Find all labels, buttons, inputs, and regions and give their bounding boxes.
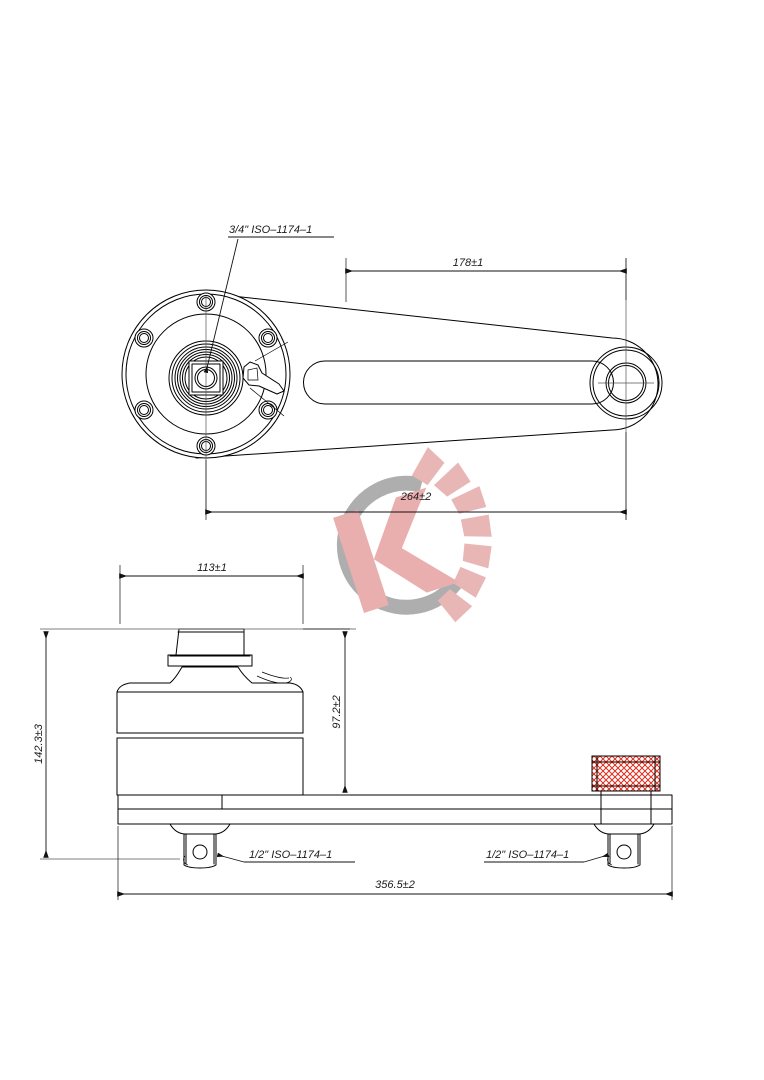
lever-sector-line-upper <box>254 341 289 362</box>
dim-142: 142.3±3 <box>33 631 49 858</box>
dim-356: 356.5±2 <box>117 826 673 900</box>
reaction-arm-outline <box>195 291 659 459</box>
reaction-drive-left <box>169 823 231 869</box>
leader-reaction-right <box>484 852 610 863</box>
dim-356-text: 356.5±2 <box>375 879 415 891</box>
side-arm-bar <box>117 794 673 825</box>
watermark-arc <box>336 475 462 615</box>
dim-178-text: 178±1 <box>453 257 484 269</box>
top-view: 3/4" ISO–1174–1 178±1 264±2 <box>121 224 663 520</box>
watermark-gear-teeth <box>411 447 492 623</box>
bolt-hole <box>258 328 278 348</box>
note-reaction-right: 1/2" ISO–1174–1 <box>486 849 569 861</box>
dim-178: 178±1 <box>345 257 627 302</box>
dim-97-text: 97.2±2 <box>331 695 343 729</box>
side-view: 113±1 142.3±3 97.2±2 356.5±2 <box>33 562 673 900</box>
dim-264: 264±2 <box>205 432 627 520</box>
watermark-logo <box>333 447 492 623</box>
note-drive-input: 3/4" ISO–1174–1 <box>229 224 312 236</box>
dim-142-text: 142.3±3 <box>33 723 45 764</box>
leader-reaction-left <box>216 852 355 863</box>
multiplier-body <box>116 628 304 796</box>
reaction-drive-right <box>593 823 655 869</box>
note-reaction-left: 1/2" ISO–1174–1 <box>249 849 332 861</box>
clip-detail <box>256 675 292 684</box>
bolt-hole <box>134 328 154 348</box>
release-lever <box>242 361 285 395</box>
knob-stem <box>600 790 652 825</box>
arm-relief-slot <box>303 360 614 405</box>
knurled-knob <box>591 755 661 792</box>
leader-drive-input <box>203 236 334 374</box>
dim-97: 97.2±2 <box>303 628 350 796</box>
lever-sector-line-lower <box>249 387 285 417</box>
bolt-hole <box>134 400 154 420</box>
bolt-hole <box>258 400 278 420</box>
dim-264-text: 264±2 <box>400 491 432 503</box>
dim-113: 113±1 <box>119 562 304 624</box>
dim-113-text: 113±1 <box>197 562 227 574</box>
